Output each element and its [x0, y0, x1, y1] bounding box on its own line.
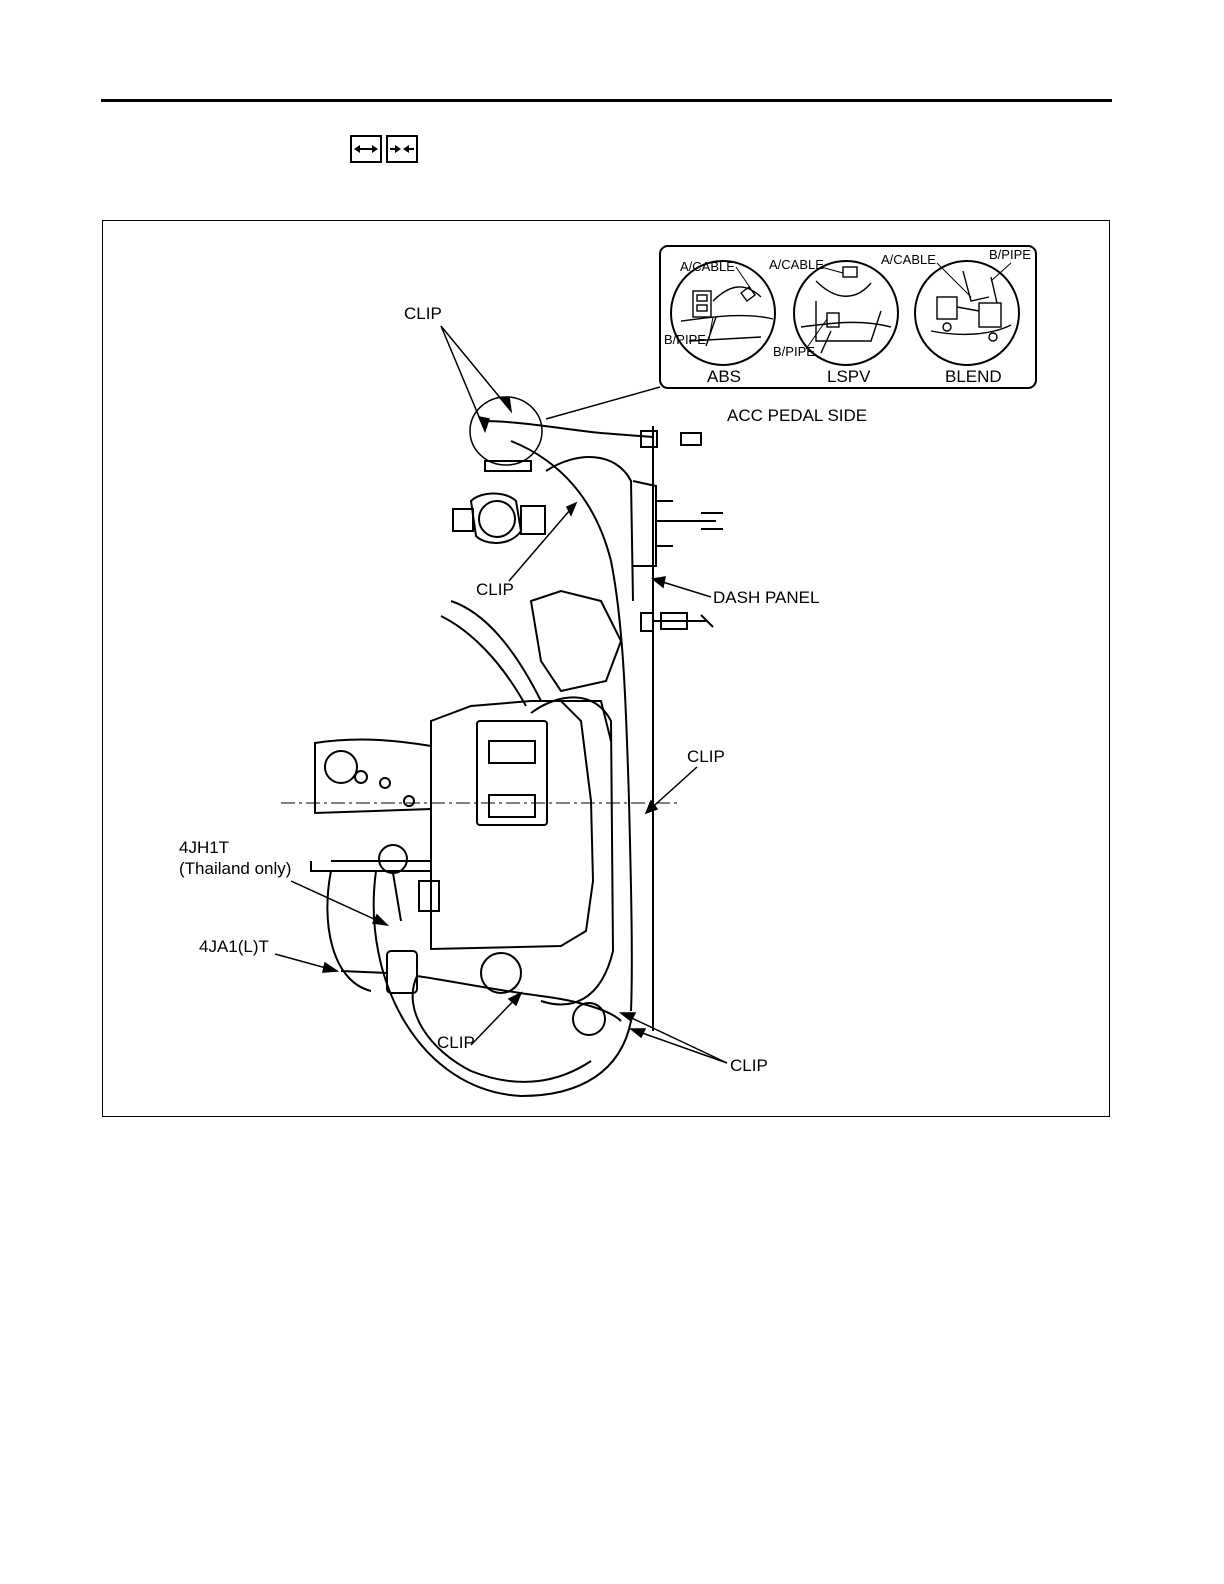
dash-panel-label: DASH PANEL: [713, 588, 819, 607]
clip-label-bottom: CLIP: [437, 1033, 475, 1052]
clip-label-mid: CLIP: [476, 580, 514, 599]
lspv-b-pipe-label: B/PIPE: [773, 344, 815, 359]
blend-caption: BLEND: [945, 367, 1002, 386]
install-icon: [386, 135, 418, 163]
engine-4ja1lt-label: 4JA1(L)T: [199, 937, 269, 956]
engine-4jh1t-label: 4JH1T: [179, 838, 229, 857]
thailand-only-label: (Thailand only): [179, 859, 291, 878]
blend-b-pipe-label: B/PIPE: [989, 247, 1031, 262]
abs-caption: ABS: [707, 367, 741, 386]
blend-a-cable-label: A/CABLE: [881, 252, 936, 267]
lspv-caption: LSPV: [827, 367, 871, 386]
clip-label-bottom-right: CLIP: [730, 1056, 768, 1075]
header-rule: [101, 99, 1112, 102]
clip-label-top: CLIP: [404, 304, 442, 323]
abs-a-cable-label: A/CABLE: [680, 259, 735, 274]
inset-panel: A/CABLE B/PIPE A/CABLE B/PIPE A/CABLE B/…: [660, 246, 1036, 388]
inset-pointer: [470, 387, 660, 465]
figure-frame: A/CABLE B/PIPE A/CABLE B/PIPE A/CABLE B/…: [102, 220, 1110, 1117]
remove-icon: [350, 135, 382, 163]
accelerator-cable-diagram: A/CABLE B/PIPE A/CABLE B/PIPE A/CABLE B/…: [103, 221, 1109, 1116]
abs-b-pipe-label: B/PIPE: [664, 332, 706, 347]
clip-label-right: CLIP: [687, 747, 725, 766]
acc-pedal-side-label: ACC PEDAL SIDE: [727, 406, 867, 425]
lspv-a-cable-label: A/CABLE: [769, 257, 824, 272]
